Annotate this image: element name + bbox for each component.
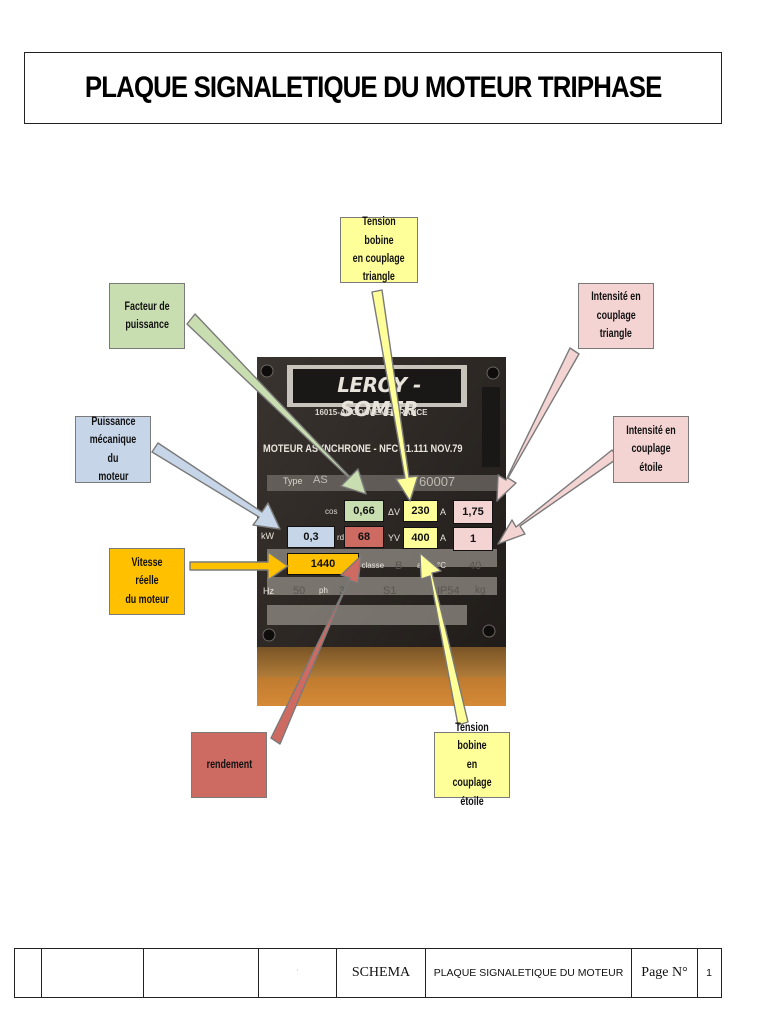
label-tension-triangle: Tension bobine en couplage triangle [340, 216, 418, 284]
title-box: PLAQUE SIGNALETIQUE DU MOTEUR TRIPHASE [24, 52, 722, 124]
plate-serial: 60007 [419, 474, 456, 489]
plate-isol-value: B [395, 560, 403, 572]
plate-a-label-1: A [440, 507, 447, 517]
plate-delta-v: ΔV [388, 507, 401, 517]
plate-ph-label: ph [319, 586, 328, 595]
label-line: Tension bobine [455, 722, 489, 753]
label-line: couplage [596, 309, 636, 322]
label-tension-etoile: Tension bobine en couplage étoile [434, 722, 510, 808]
value-cos-phi: 0,66 [344, 500, 384, 522]
plate-amb-value: 40 [469, 560, 482, 572]
plate-type-value: AS [313, 474, 328, 486]
plate-kw-label: kW [261, 531, 274, 541]
footer-page-number: 1 [706, 967, 712, 979]
value-intensite-triangle: 1,75 [453, 500, 493, 524]
plate-type-label: Type [283, 476, 303, 486]
value-rendement: 68 [344, 526, 384, 548]
label-line: rendement [206, 758, 252, 771]
label-line: mécanique du [89, 434, 137, 465]
value-vitesse: 1440 [287, 553, 359, 575]
plate-hz-value: 50 [293, 585, 306, 597]
footer-doc-title: PLAQUE SIGNALETIQUE DU MOTEUR [426, 949, 632, 997]
label-facteur-puissance: Facteur de puissance [109, 283, 185, 349]
label-vitesse: Vitesse réelle du moteur [109, 548, 185, 615]
footer-cell-empty-3 [144, 949, 259, 997]
label-line: triangle [362, 271, 396, 284]
label-intensite-triangle: Intensité en couplage triangle [578, 283, 654, 349]
label-line: en couplage [452, 758, 492, 790]
plate-service-value: S1 [383, 585, 397, 597]
plate-isol-label: isol. classe [345, 561, 385, 570]
plate-kg-value: kg [475, 585, 486, 596]
plate-ip-value: IP54 [437, 585, 460, 597]
plate-min-label: /min [261, 560, 279, 570]
value-puissance: 0,3 [287, 526, 335, 548]
label-puissance-mecanique: Puissance mécanique du moteur [75, 416, 151, 483]
footer-small-mark: ' [259, 949, 337, 997]
plate-amb-label: amb. °C [417, 561, 446, 570]
plate-motor-line: MOTEUR ASYNCHRONE - NFC 51.111 NOV.79 [263, 443, 463, 455]
label-line: Intensité en [591, 291, 641, 304]
label-line: Vitesse réelle [131, 556, 163, 588]
label-line: Tension bobine [362, 216, 396, 247]
label-intensite-etoile: Intensité en couplage étoile [613, 416, 689, 483]
footer-schema: SCHEMA [337, 949, 426, 997]
label-line: Puissance [90, 415, 136, 428]
plate-ph-value: 3 [339, 585, 346, 597]
plate-location: 16015-ANGOULÊME FRANCE [315, 408, 428, 417]
footer-cell-empty-2 [42, 949, 144, 997]
label-line: étoile [460, 795, 484, 808]
label-line: du moteur [125, 593, 169, 606]
label-line: triangle [599, 328, 633, 341]
value-intensite-etoile: 1 [453, 527, 493, 551]
label-line: en couplage [353, 253, 405, 265]
label-rendement: rendement [191, 732, 267, 798]
footer-title-block: ' SCHEMA PLAQUE SIGNALETIQUE DU MOTEUR P… [14, 948, 722, 998]
footer-page-label: Page N° [632, 949, 698, 997]
plate-cos-label: cos [325, 507, 338, 516]
label-line: Intensité en [626, 424, 676, 437]
page-title: PLAQUE SIGNALETIQUE DU MOTEUR TRIPHASE [84, 71, 662, 104]
value-tension-etoile: 400 [403, 527, 438, 549]
footer-cell-empty-1 [15, 949, 42, 997]
plate-y-v: YV [388, 533, 401, 543]
label-line: couplage étoile [631, 443, 671, 474]
value-tension-triangle: 230 [403, 500, 438, 522]
plate-a-label-2: A [440, 533, 447, 543]
label-line: moteur [97, 470, 129, 483]
plate-hz-label: Hz [263, 586, 274, 596]
arrow-intensite-etoile [497, 449, 619, 545]
label-line: Facteur de [124, 300, 170, 313]
arrow-intensite-triangle [496, 347, 580, 502]
label-line: puissance [125, 319, 169, 331]
